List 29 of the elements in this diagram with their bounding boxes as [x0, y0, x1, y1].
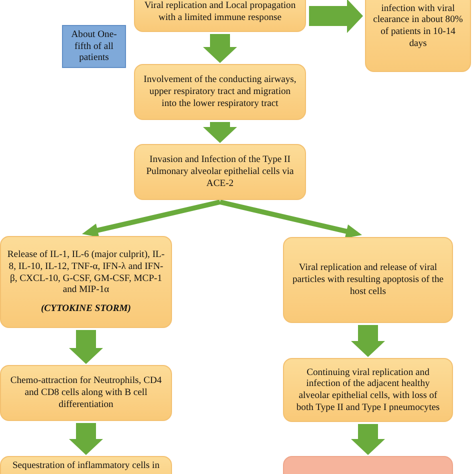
box-text: Viral replication and release of viral particles with resulting apoptosis of the host cells: [291, 262, 445, 298]
process-box: [134, 0, 306, 32]
box-text: Continuing viral replication and infection of the adjacent healthy alveolar epithelial cells, with loss of both Type II and Type I pneumocytes: [295, 366, 441, 414]
process-box: [0, 236, 172, 328]
process-box: [0, 365, 172, 421]
box-text: Involvement of the conducting airways, upper respiratory tract and migration into the lower respiratory tract: [142, 74, 298, 110]
box-text: Sequestration of inflammatory cells in: [12, 460, 160, 472]
block-arrow: [69, 330, 103, 364]
box-text: Release of IL-1, IL-6 (major culprit), IL-8, IL-10, IL-12, TNF-α, IFN-λ and IFN-β, CXCL-10, G-CSF, GM-CSF, MCP-1 and MIP-1α: [7, 249, 165, 296]
process-box: [134, 64, 306, 120]
box-text: Chemo-attraction for Neutrophils, CD4 and CD8 cells along with B cell differentiation: [9, 375, 163, 411]
note-box: [62, 25, 126, 68]
box-text: (CYTOKINE STORM): [40, 303, 131, 315]
block-arrow: [203, 34, 237, 63]
block-arrow: [69, 423, 103, 455]
process-box: [365, 0, 471, 72]
box-text: About One-fifth of all patients: [70, 28, 118, 64]
box-text: Invasion and Infection of the Type II Pulmonary alveolar epithelial cells via ACE-2: [145, 154, 295, 190]
process-box: [283, 237, 453, 323]
box-text: infection with viral clearance in about 80% of patients in 10-14 days: [372, 2, 464, 50]
block-arrow: [351, 424, 385, 455]
block-arrow: [351, 325, 385, 357]
process-box: [134, 144, 306, 200]
block-arrow: [309, 0, 363, 33]
arrow: [219, 200, 362, 238]
arrow: [82, 200, 221, 238]
box-text: Viral replication and Local propagation with a limited immune response: [143, 0, 297, 24]
block-arrow: [203, 122, 237, 143]
process-box: [283, 358, 453, 422]
